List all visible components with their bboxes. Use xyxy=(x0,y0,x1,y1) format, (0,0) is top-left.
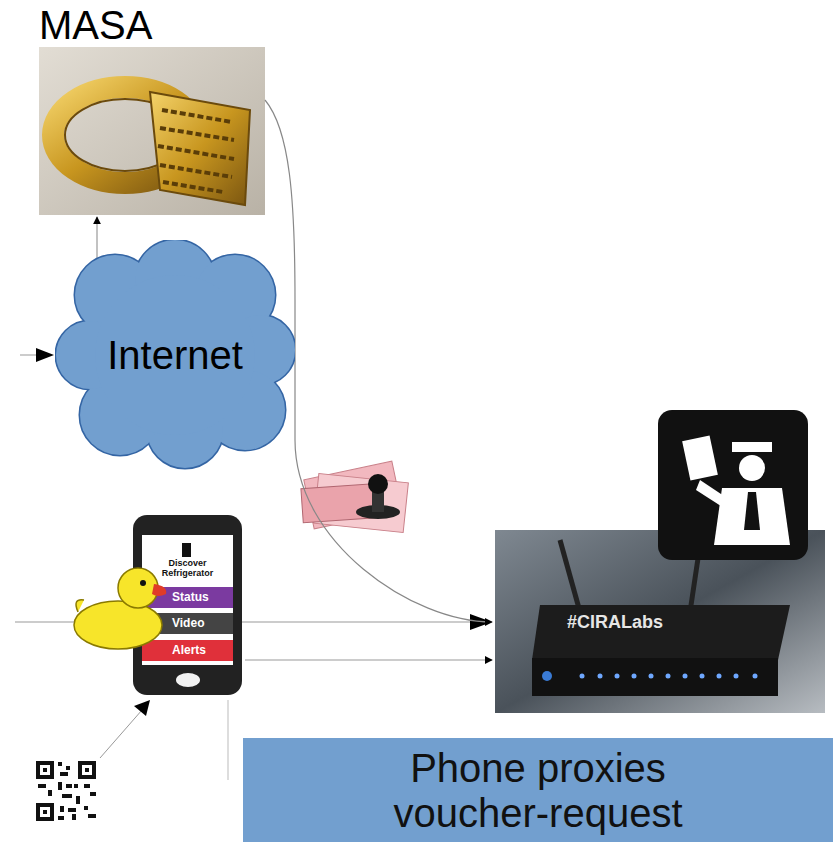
arrow xyxy=(100,700,150,758)
connector xyxy=(245,659,492,660)
phone-box: Discover RefrigeratorStatusVideoAlerts xyxy=(133,515,242,695)
connector xyxy=(96,217,97,258)
node-label: Internet xyxy=(107,333,243,378)
status-button: Status xyxy=(142,587,233,608)
node-label: Video xyxy=(172,613,204,634)
node-label: Discover Refrigerator xyxy=(142,559,233,579)
internet-cloud: Internet xyxy=(55,240,295,470)
connector xyxy=(265,100,492,622)
voucher-picture xyxy=(301,461,408,532)
guide-line xyxy=(228,700,229,780)
node-label: Phone proxies voucher-request xyxy=(358,746,718,836)
duck xyxy=(74,568,166,649)
node-label: Alerts xyxy=(172,640,206,661)
node-label: #CIRALabs xyxy=(567,612,663,633)
ring-photo xyxy=(39,47,265,215)
node-label: MASA xyxy=(39,3,152,47)
alerts-button: Alerts xyxy=(142,640,233,661)
video-button: Video xyxy=(142,613,233,634)
ring xyxy=(53,87,250,205)
masa-box: MASA xyxy=(39,47,265,215)
arrow xyxy=(15,614,492,630)
passport-control-icon xyxy=(658,410,808,560)
router-box: #CIRALabs xyxy=(495,530,825,713)
arrow xyxy=(20,348,54,362)
qr-code xyxy=(35,760,97,822)
node-label: Status xyxy=(172,587,209,608)
caption-band: Phone proxies voucher-request xyxy=(243,738,833,842)
